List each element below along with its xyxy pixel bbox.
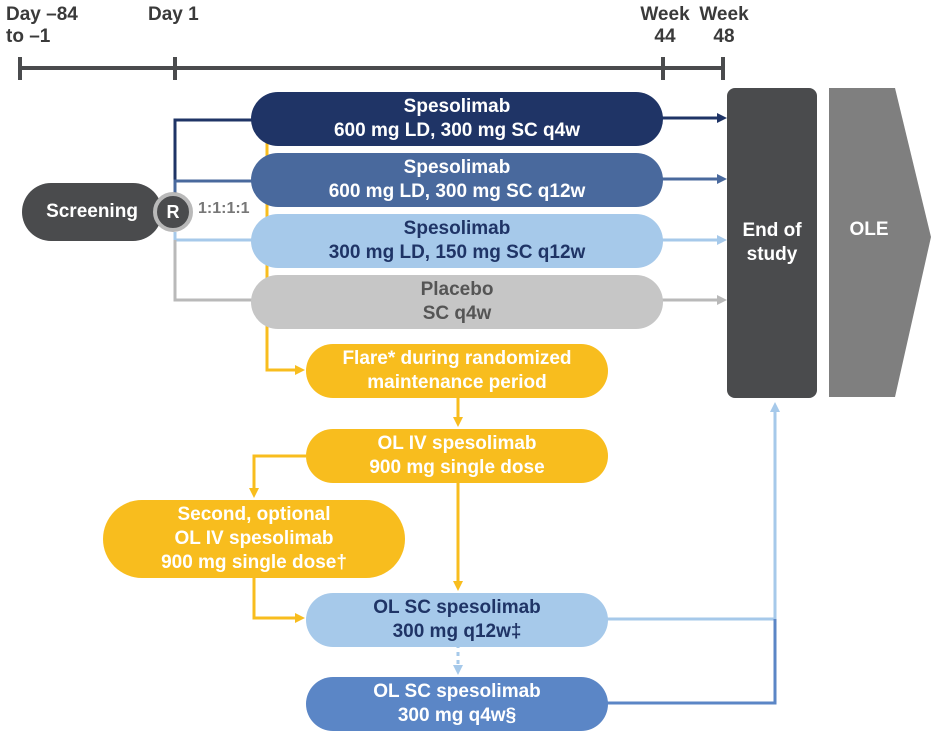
- ol-iv-box: OL IV spesolimab 900 mg single dose: [306, 429, 608, 483]
- randomization-ratio: 1:1:1:1: [198, 200, 250, 217]
- timeline-label-week44: Week 44: [640, 4, 690, 47]
- branch-arm2: [173, 179, 253, 192]
- timeline-axis: [18, 57, 725, 80]
- ole-label: OLE: [849, 219, 889, 240]
- branch-arm3: [173, 232, 253, 242]
- end-of-study-box: End of study: [727, 88, 817, 398]
- second-ol-iv-box: Second, optional OL IV spesolimab 900 mg…: [103, 500, 405, 578]
- screening-box: Screening: [22, 183, 162, 241]
- ol-sc-q4w-box: OL SC spesolimab 300 mg q4w§: [306, 677, 608, 731]
- ole-shape: [829, 88, 931, 397]
- branch-arm4: [173, 240, 253, 302]
- timeline-label-day1: Day 1: [148, 4, 199, 25]
- arrow-second-to-sc: [252, 577, 305, 623]
- randomization-node: R: [153, 192, 193, 232]
- ol-sc-q12w-box: OL SC spesolimab 300 mg q12w‡: [306, 593, 608, 647]
- arm-box-2: Spesolimab 600 mg LD, 300 mg SC q12w: [251, 153, 663, 207]
- line-q12w-to-end: [607, 402, 780, 621]
- line-q4w-to-end: [607, 619, 777, 705]
- arm-box-3: Spesolimab 300 mg LD, 150 mg SC q12w: [251, 214, 663, 268]
- arrow-iv-to-second: [249, 454, 306, 498]
- timeline-label-week48: Week 48: [699, 4, 749, 47]
- flare-box: Flare* during randomized maintenance per…: [306, 344, 608, 398]
- timeline-label-day-84: Day –84 to –1: [6, 4, 78, 47]
- arm-box-4: Placebo SC q4w: [251, 275, 663, 329]
- arm-box-1: Spesolimab 600 mg LD, 300 mg SC q4w: [251, 92, 663, 146]
